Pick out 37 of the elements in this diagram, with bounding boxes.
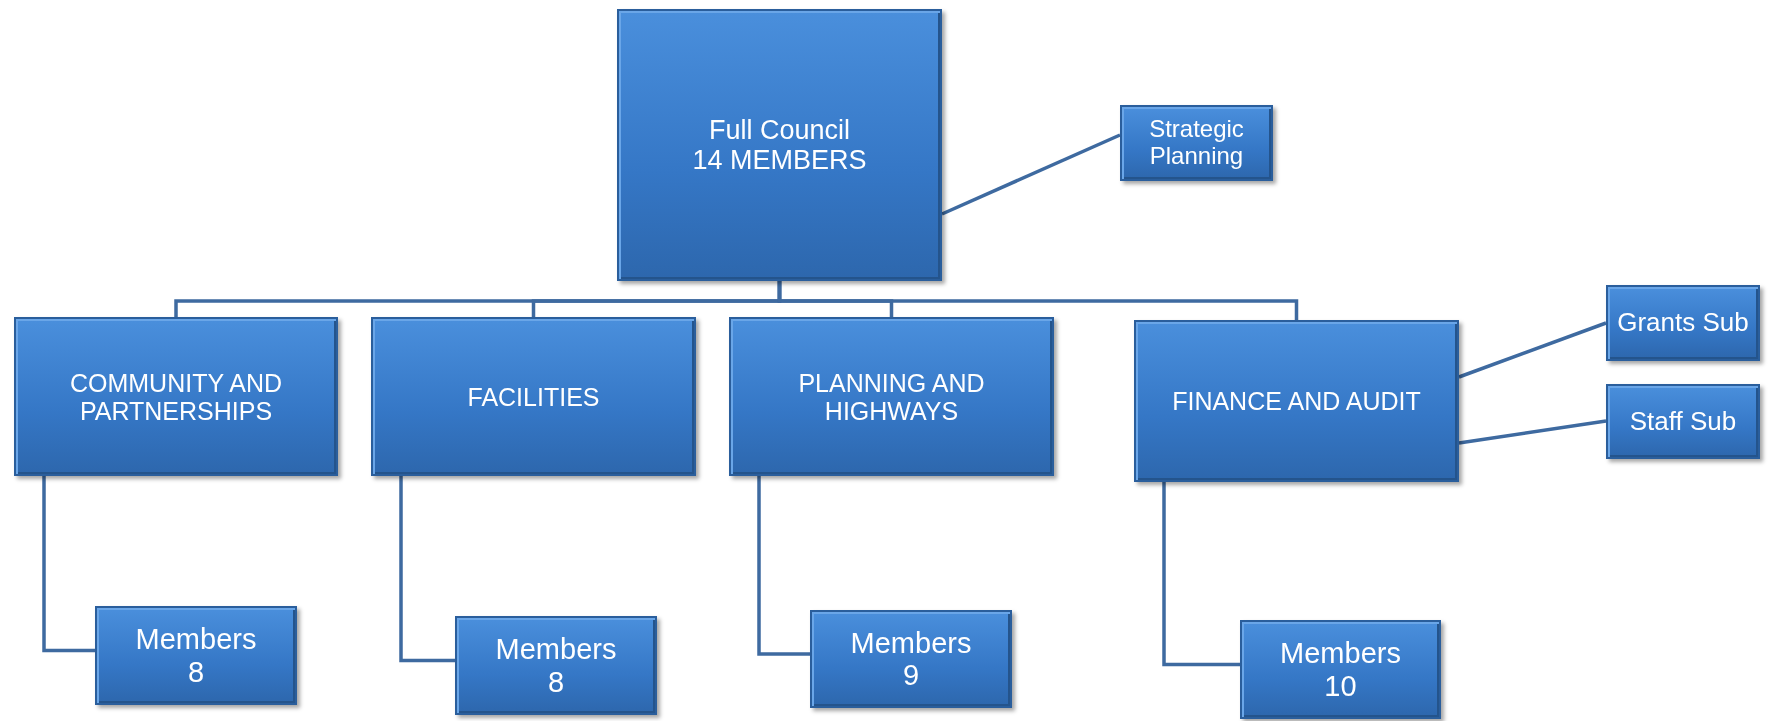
connector-line bbox=[941, 133, 1121, 216]
box-label: COMMUNITY AND PARTNERSHIPS bbox=[68, 368, 284, 425]
connector-line bbox=[1458, 419, 1607, 445]
org-box bbox=[371, 317, 696, 476]
org-box bbox=[95, 606, 297, 705]
connector-line bbox=[757, 476, 810, 656]
org-box bbox=[14, 317, 338, 476]
box-label: Staff Sub bbox=[1628, 406, 1738, 437]
box-label: 14 MEMBERS bbox=[691, 145, 868, 176]
connector-line bbox=[1458, 321, 1607, 379]
org-box bbox=[455, 616, 657, 715]
box-label: Grants Sub bbox=[1616, 308, 1750, 338]
box-label: 8 bbox=[186, 655, 206, 688]
box-label: Members bbox=[849, 626, 973, 659]
box-label: PLANNING AND HIGHWAYS bbox=[797, 368, 986, 425]
box-label: FACILITIES bbox=[466, 382, 601, 411]
connector-line bbox=[1162, 482, 1240, 667]
box-label: Strategic Planning bbox=[1148, 116, 1245, 170]
org-box bbox=[1606, 285, 1760, 361]
org-box bbox=[1606, 384, 1760, 459]
box-label: Full Council bbox=[707, 114, 852, 145]
org-box bbox=[1240, 620, 1441, 719]
org-box bbox=[729, 317, 1054, 476]
org-box bbox=[810, 610, 1012, 708]
box-label: Members bbox=[1279, 637, 1402, 670]
box-label: 10 bbox=[1323, 669, 1358, 702]
org-box bbox=[1120, 105, 1273, 181]
box-label: 9 bbox=[901, 659, 921, 692]
connector-line bbox=[777, 281, 1299, 320]
org-box bbox=[1134, 320, 1459, 482]
box-label: Members bbox=[494, 633, 618, 666]
connector-line bbox=[42, 476, 95, 653]
org-box bbox=[617, 9, 942, 281]
box-label: FINANCE AND AUDIT bbox=[1171, 387, 1422, 415]
box-label: 8 bbox=[546, 665, 566, 698]
connector-line bbox=[399, 476, 455, 663]
box-label: Members bbox=[134, 623, 258, 656]
